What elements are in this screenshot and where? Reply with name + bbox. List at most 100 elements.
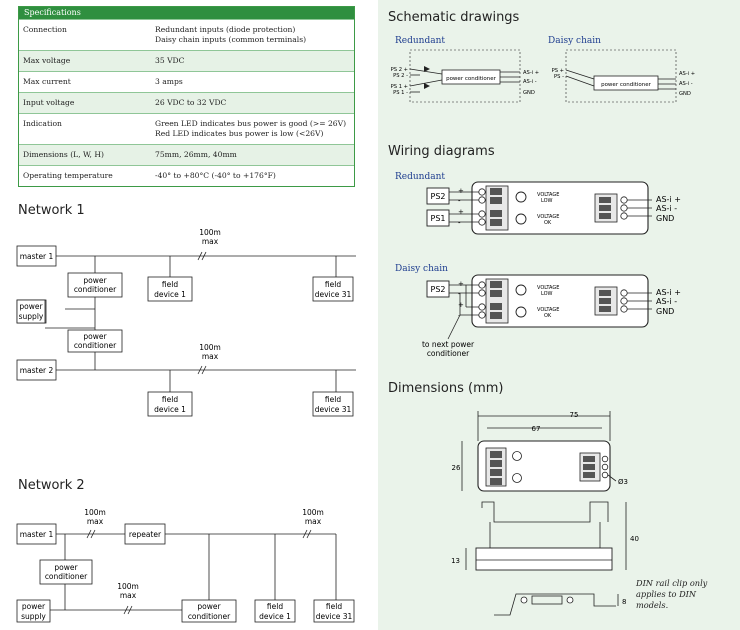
spec-value: 75mm, 26mm, 40mm — [155, 150, 237, 159]
label-line: conditioner — [74, 341, 117, 350]
length-label: 100m — [84, 508, 106, 517]
ps1-label: PS1 — [431, 214, 446, 223]
next-conditioner-label: conditioner — [427, 349, 470, 358]
spec-label: Indication — [23, 119, 62, 128]
note-line: applies to DIN — [636, 589, 697, 599]
label-line: device 31 — [316, 612, 353, 621]
master1-box: master 1 — [16, 245, 57, 267]
label-line: power — [19, 302, 43, 311]
next-conditioner-label: to next power — [422, 340, 475, 349]
input-label: PS 2 - — [393, 73, 408, 79]
label-line: field — [326, 602, 342, 611]
din-rail-note: DIN rail clip only applies to DIN models… — [636, 578, 707, 611]
dimensions-title: Dimensions (mm) — [388, 381, 504, 396]
label-line: power — [197, 602, 221, 611]
master2-label: master 2 — [20, 366, 54, 375]
input-label: PS 1 - — [393, 90, 408, 96]
field-device-31-box: field device 31 — [312, 391, 354, 417]
input-label: PS 1 + — [391, 84, 408, 90]
spec-label: Input voltage — [23, 98, 75, 107]
field-device-1-box: field device 1 — [147, 391, 193, 417]
network2-diagram: master 1 repeater power conditioner powe… — [16, 508, 355, 623]
height-top-label: 26 — [452, 464, 461, 472]
plus-label: + — [458, 187, 464, 195]
network1-diagram: master 1 power conditioner power supply … — [16, 228, 356, 417]
minus-label: - — [458, 197, 461, 205]
label-line: supply — [19, 312, 44, 321]
master1-box: master 1 — [16, 523, 57, 545]
rail-label: 8 — [622, 598, 626, 606]
label-line: field — [325, 280, 341, 289]
plus-label: + — [458, 208, 464, 216]
spec-label: Max voltage — [23, 56, 71, 65]
spec-row-input-voltage: Input voltage 26 VDC to 32 VDC — [19, 92, 354, 113]
spec-row-temperature: Operating temperature -40° to +80°C (-40… — [19, 165, 354, 186]
output-label: AS-i + — [679, 71, 695, 77]
spec-value: Daisy chain inputs (common terminals) — [155, 35, 307, 44]
note-line: models. — [636, 600, 669, 610]
label-line: conditioner — [74, 285, 117, 294]
length-label: 100m — [302, 508, 324, 517]
label-line: field — [325, 395, 341, 404]
master2-box: master 2 — [16, 359, 57, 381]
plus-label: + — [458, 280, 464, 288]
length-label: max — [202, 237, 219, 246]
schematic-daisy-label: Daisy chain — [548, 36, 601, 46]
output-label: AS-i + — [656, 288, 681, 297]
label-line: conditioner — [188, 612, 231, 621]
label-line: device 1 — [259, 612, 291, 621]
input-label: PS 2 + — [391, 67, 408, 73]
voltage-low-label: LOW — [541, 198, 553, 204]
spec-value: Green LED indicates bus power is good (>… — [155, 119, 347, 128]
voltage-ok-label: OK — [544, 313, 552, 319]
voltage-low-label: LOW — [541, 291, 553, 297]
length-label: max — [87, 517, 104, 526]
spec-label: Dimensions (L, W, H) — [23, 150, 104, 159]
label-line: power — [54, 563, 78, 572]
label-line: power — [83, 276, 107, 285]
spec-label: Max current — [23, 77, 71, 86]
label-line: device 1 — [154, 290, 186, 299]
schematic-diagrams: power conditioner PS 2 + PS 2 - PS 1 + P… — [391, 49, 695, 103]
power-supply-box: power supply — [16, 299, 47, 324]
spec-label: Connection — [23, 25, 67, 34]
spec-row-indication: Indication Green LED indicates bus power… — [19, 113, 354, 144]
label-line: device 31 — [315, 405, 352, 414]
length-label: max — [120, 591, 137, 600]
ps2-label: PS2 — [431, 285, 446, 294]
field-device-1-box: field device 1 — [254, 599, 296, 623]
voltage-ok-label: OK — [544, 220, 552, 226]
output-label: GND — [523, 90, 535, 96]
output-label: AS-i - — [656, 297, 677, 306]
box-label: power conditioner — [601, 82, 652, 88]
label-line: device 31 — [315, 290, 352, 299]
repeater-label: repeater — [129, 530, 162, 539]
label-line: field — [162, 280, 178, 289]
power-conditioner-box: power conditioner — [181, 599, 237, 623]
spec-header: Specifications — [19, 7, 354, 19]
network1-title: Network 1 — [18, 203, 85, 218]
output-label: AS-i + — [523, 70, 539, 76]
label-line: field — [162, 395, 178, 404]
wiring-daisy-label: Daisy chain — [395, 264, 448, 274]
length-label: 100m — [117, 582, 139, 591]
spec-value: Redundant inputs (diode protection) — [155, 25, 296, 34]
master1-label: master 1 — [20, 530, 54, 539]
label-line: power — [22, 602, 46, 611]
field-device-1-box: field device 1 — [147, 276, 193, 302]
output-label: AS-i - — [656, 204, 677, 213]
wiring-title: Wiring diagrams — [388, 144, 495, 159]
input-label: PS + — [552, 68, 564, 74]
schematic-title: Schematic drawings — [388, 10, 520, 25]
spec-value: Red LED indicates bus power is low (<26V… — [155, 129, 324, 138]
specifications-table: Specifications Connection Redundant inpu… — [18, 6, 355, 187]
spec-row-connection: Connection Redundant inputs (diode prote… — [19, 19, 354, 50]
length-label: max — [202, 352, 219, 361]
spec-row-dimensions: Dimensions (L, W, H) 75mm, 26mm, 40mm — [19, 144, 354, 165]
base-label: 13 — [451, 557, 460, 565]
hole-label: Ø3 — [618, 478, 628, 486]
power-conditioner-box: power conditioner — [67, 329, 123, 353]
label-line: field — [267, 602, 283, 611]
spec-row-max-voltage: Max voltage 35 VDC — [19, 50, 354, 71]
wiring-redundant-label: Redundant — [395, 172, 445, 182]
